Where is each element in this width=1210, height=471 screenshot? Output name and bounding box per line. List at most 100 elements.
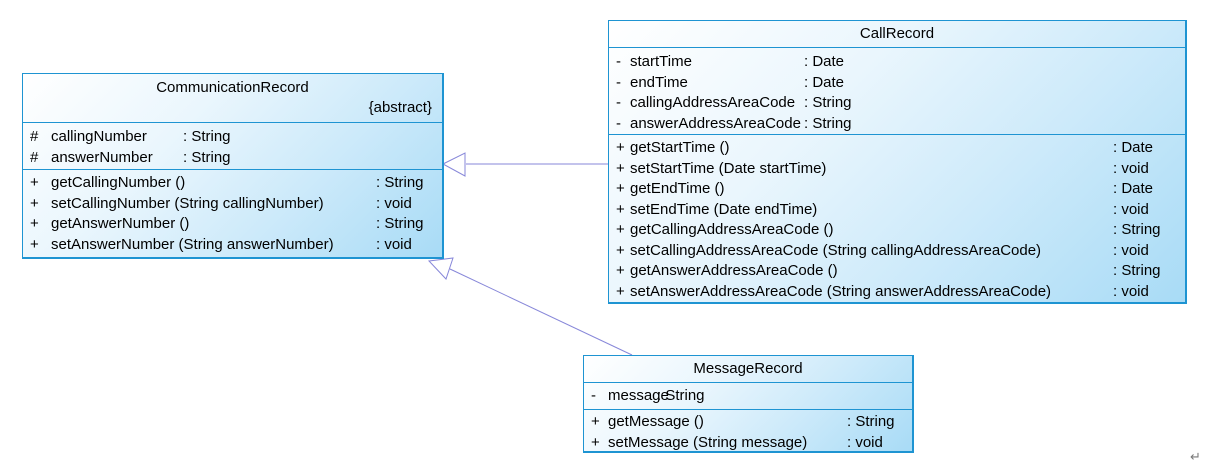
method-return-type: : void — [847, 433, 883, 451]
visibility-symbol: # — [30, 128, 39, 145]
visibility-symbol: - — [616, 73, 621, 91]
attribute-name: startTime — [630, 53, 692, 70]
method-row: + getMessage () : String — [584, 413, 912, 434]
method-return-type: : String — [376, 174, 424, 191]
attribute-row: - startTime : Date — [609, 53, 1185, 74]
method-return-type: : void — [1113, 241, 1149, 259]
generalization-arrow-callrecord[interactable] — [441, 152, 608, 177]
method-name: setAnswerAddressAreaCode (String answerA… — [630, 282, 1052, 300]
class-name: CallRecord — [859, 25, 935, 42]
method-return-type: : String — [847, 413, 895, 430]
attribute-name: callingAddressAreaCode — [630, 94, 796, 111]
class-box-messagerecord[interactable]: MessageRecord - message : String + getMe… — [583, 355, 914, 453]
visibility-symbol: - — [616, 94, 621, 111]
method-name: getCallingAddressAreaCode () — [630, 221, 834, 238]
visibility-symbol: + — [30, 215, 39, 232]
method-return-type: : String — [1113, 221, 1161, 238]
class-box-communicationrecord[interactable]: CommunicationRecord {abstract} # calling… — [22, 73, 444, 259]
method-row: + setEndTime (Date endTime) : void — [609, 201, 1185, 222]
generalization-arrow-messagerecord[interactable] — [427, 257, 633, 356]
method-name: getCallingNumber () — [51, 174, 186, 191]
method-return-type: : void — [376, 235, 412, 253]
method-name: getMessage () — [608, 413, 704, 430]
method-return-type: : void — [1113, 200, 1149, 218]
class-name: MessageRecord — [693, 360, 803, 377]
attribute-row: - endTime : Date — [609, 74, 1185, 95]
method-name: setCallingAddressAreaCode (String callin… — [630, 241, 1042, 259]
visibility-symbol: + — [616, 262, 625, 279]
method-return-type: : void — [1113, 282, 1149, 300]
method-row: + setCallingAddressAreaCode (String call… — [609, 242, 1185, 263]
method-name: setMessage (String message) — [608, 433, 808, 451]
attribute-type: : Date — [804, 73, 845, 91]
attribute-row: # callingNumber : String — [23, 128, 442, 149]
visibility-symbol: - — [616, 114, 621, 132]
paragraph-return-mark: ↵ — [1190, 449, 1201, 464]
attribute-name: message — [608, 387, 669, 404]
method-row: + getAnswerAddressAreaCode () : String — [609, 262, 1185, 283]
abstract-stereotype: {abstract} — [368, 99, 432, 116]
visibility-symbol: + — [30, 174, 39, 191]
visibility-symbol: + — [616, 159, 625, 177]
method-row: + getCallingAddressAreaCode () : String — [609, 221, 1185, 242]
visibility-symbol: + — [616, 180, 625, 197]
method-return-type: : void — [1113, 159, 1149, 177]
method-row: + setStartTime (Date startTime) : void — [609, 160, 1185, 181]
method-row: + setMessage (String message) : void — [584, 434, 912, 452]
method-name: setAnswerNumber (String answerNumber) — [51, 235, 334, 253]
visibility-symbol: + — [591, 433, 600, 451]
visibility-symbol: + — [616, 241, 625, 259]
attribute-row: # answerNumber : String — [23, 149, 442, 170]
method-name: setCallingNumber (String callingNumber) — [51, 194, 324, 212]
visibility-symbol: - — [616, 53, 621, 70]
attribute-name: answerNumber — [51, 148, 153, 166]
method-row: + setAnswerAddressAreaCode (String answe… — [609, 283, 1185, 303]
methods-compartment: + getCallingNumber () : String + setCall… — [23, 169, 442, 257]
attribute-type: : String — [657, 387, 705, 404]
attributes-compartment: - startTime : Date - endTime : Date - ca… — [609, 47, 1185, 134]
attribute-row: - callingAddressAreaCode : String — [609, 94, 1185, 115]
attribute-row: - answerAddressAreaCode : String — [609, 115, 1185, 135]
method-return-type: : String — [376, 215, 424, 232]
method-row: + setCallingNumber (String callingNumber… — [23, 195, 442, 216]
class-title-compartment: CallRecord — [609, 21, 1185, 47]
attribute-type: : Date — [804, 53, 845, 70]
attribute-name: endTime — [630, 73, 688, 91]
method-row: + getAnswerNumber () : String — [23, 215, 442, 236]
method-name: getEndTime () — [630, 180, 725, 197]
attribute-row: - message : String — [584, 387, 912, 408]
method-name: setStartTime (Date startTime) — [630, 159, 827, 177]
method-return-type: : void — [376, 194, 412, 212]
class-box-callrecord[interactable]: CallRecord - startTime : Date - endTime … — [608, 20, 1187, 304]
method-return-type: : String — [1113, 262, 1161, 279]
method-name: setEndTime (Date endTime) — [630, 200, 818, 218]
method-return-type: : Date — [1113, 139, 1154, 156]
attribute-type: : String — [183, 148, 231, 166]
visibility-symbol: + — [616, 282, 625, 300]
class-name: CommunicationRecord — [156, 79, 309, 96]
method-row: + getStartTime () : Date — [609, 139, 1185, 160]
visibility-symbol: + — [30, 235, 39, 253]
method-row: + getCallingNumber () : String — [23, 174, 442, 195]
visibility-symbol: + — [616, 139, 625, 156]
attribute-name: callingNumber — [51, 128, 147, 145]
class-title-compartment: CommunicationRecord {abstract} — [23, 74, 442, 122]
method-return-type: : Date — [1113, 180, 1154, 197]
visibility-symbol: - — [591, 387, 596, 404]
method-name: getAnswerNumber () — [51, 215, 190, 232]
attribute-type: : String — [804, 114, 852, 132]
method-row: + setAnswerNumber (String answerNumber) … — [23, 236, 442, 257]
visibility-symbol: + — [30, 194, 39, 212]
attribute-name: answerAddressAreaCode — [630, 114, 801, 132]
methods-compartment: + getMessage () : String + setMessage (S… — [584, 409, 912, 451]
visibility-symbol: + — [616, 221, 625, 238]
method-name: getStartTime () — [630, 139, 730, 156]
visibility-symbol: + — [591, 413, 600, 430]
method-row: + getEndTime () : Date — [609, 180, 1185, 201]
attribute-type: : String — [804, 94, 852, 111]
attributes-compartment: - message : String — [584, 382, 912, 409]
method-name: getAnswerAddressAreaCode () — [630, 262, 838, 279]
class-title-compartment: MessageRecord — [584, 356, 912, 382]
attributes-compartment: # callingNumber : String # answerNumber … — [23, 122, 442, 169]
